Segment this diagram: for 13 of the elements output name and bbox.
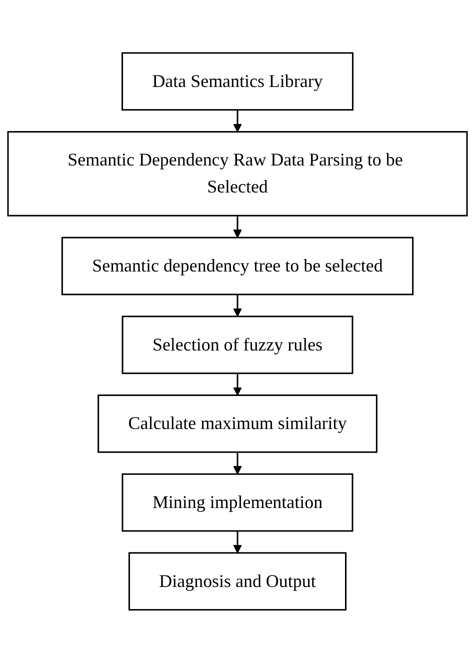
- node-box: Semantic dependency tree to be selected: [61, 236, 414, 295]
- arrow: [233, 294, 242, 316]
- arrow: [233, 452, 242, 474]
- arrow: [233, 215, 242, 238]
- node-box: Semantic Dependency Raw Data Parsing to be Selected: [7, 130, 468, 216]
- node-box: Diagnosis and Output: [128, 552, 347, 610]
- arrow: [233, 530, 242, 553]
- node-box: Calculate maximum similarity: [98, 394, 378, 452]
- arrow: [233, 109, 242, 132]
- arrow: [233, 372, 242, 396]
- node-box: Selection of fuzzy rules: [122, 315, 354, 374]
- node-box: Mining implementation: [122, 472, 354, 532]
- node-box: Data Semantics Library: [122, 52, 354, 110]
